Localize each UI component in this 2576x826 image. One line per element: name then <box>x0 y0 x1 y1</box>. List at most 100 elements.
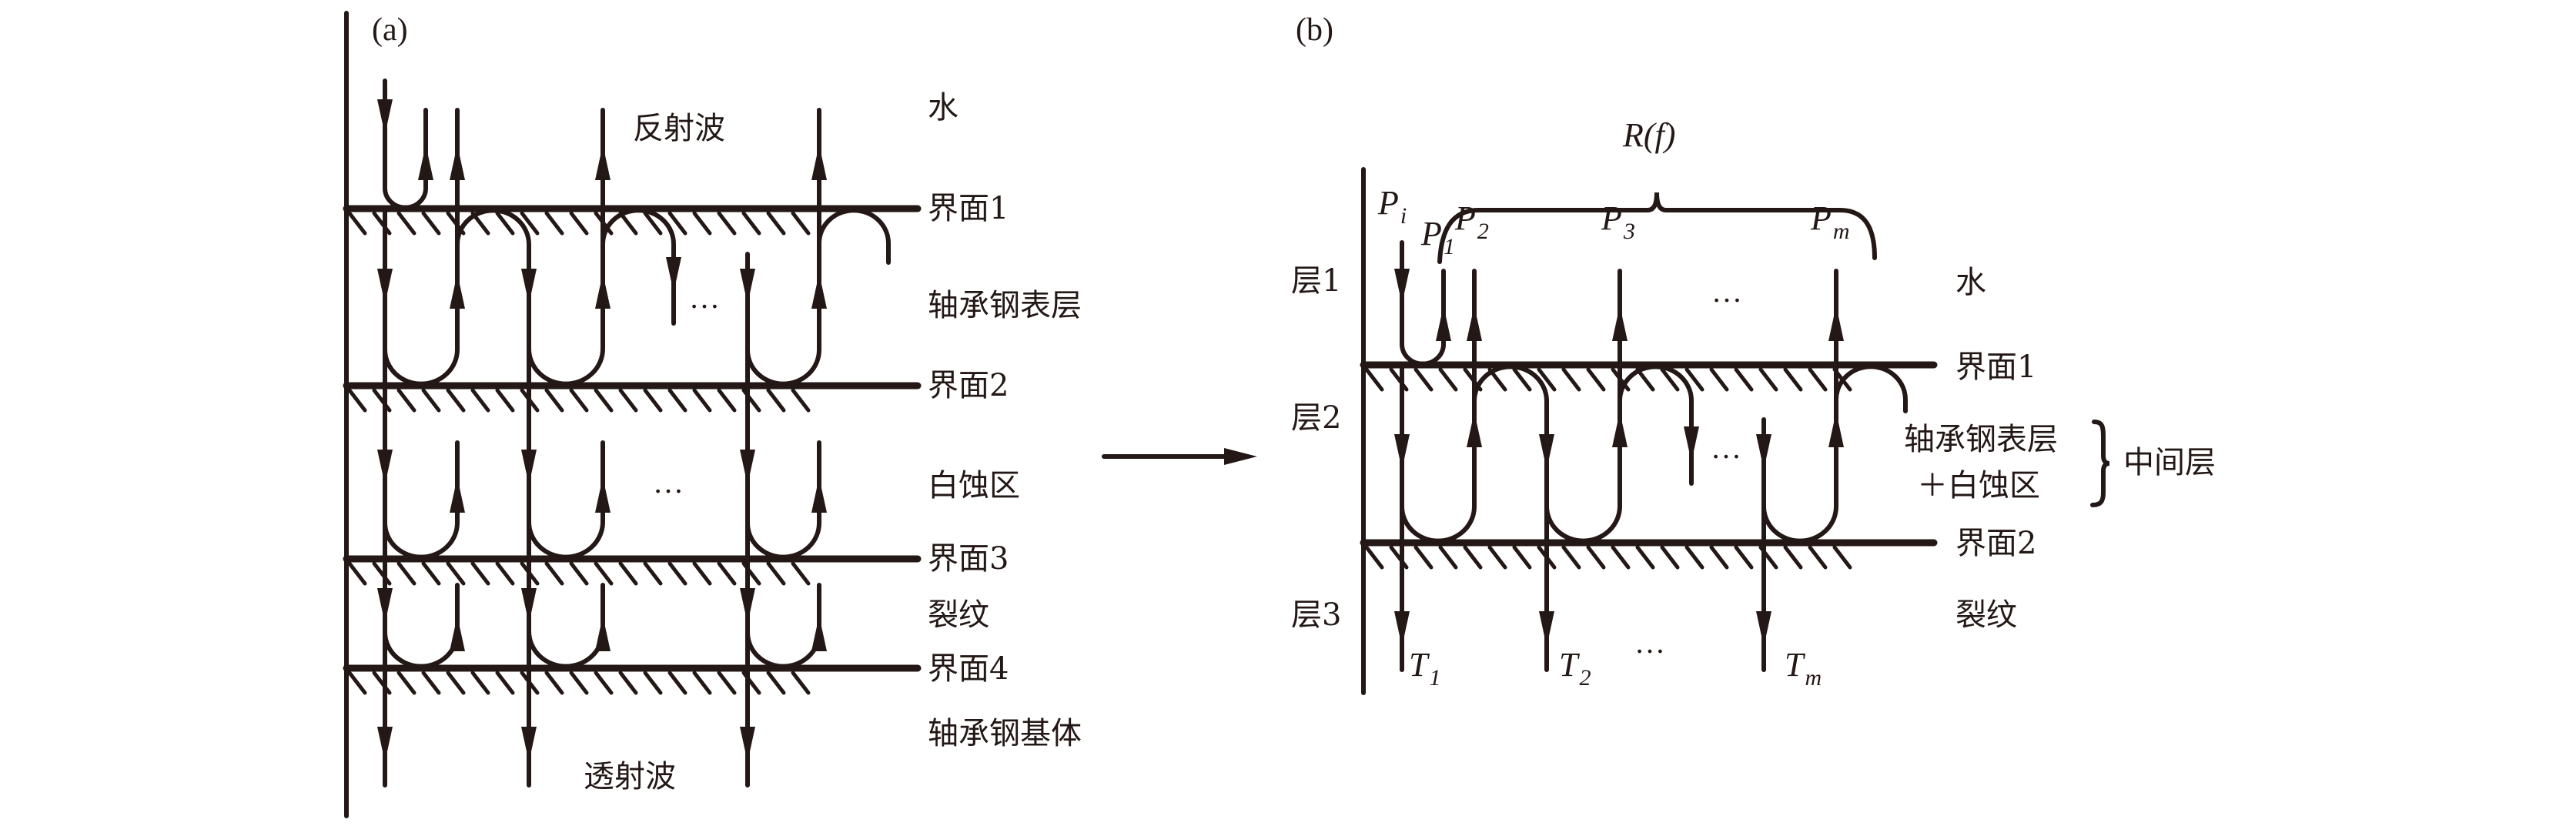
interface-hatch-b <box>1808 545 1828 570</box>
arrow-up-icon <box>595 616 611 651</box>
interface-hatch-a <box>643 670 663 695</box>
interface-hatch-a <box>741 211 761 236</box>
interface-hatch-a <box>421 670 441 695</box>
arrow-down-icon <box>1756 434 1771 470</box>
interface-hatch-b <box>1364 367 1384 392</box>
interface-hatch-a <box>347 388 367 413</box>
interface-hatch-b <box>1561 367 1581 392</box>
interface-hatch-a <box>766 211 786 236</box>
interface-hatch-a <box>667 211 687 236</box>
interface-3-label-a: 界面3 <box>928 541 1009 577</box>
medium-intermediate-line1: 轴承钢表层 <box>1904 422 2058 457</box>
arrow-up-icon <box>1612 306 1628 341</box>
medium-water-b: 水 <box>1955 265 1986 300</box>
loop-top-b <box>1834 364 1908 413</box>
loop-wea-a <box>527 487 605 560</box>
transmitted-wave-2-label: T2 <box>1559 646 1591 691</box>
interface-hatch-a <box>618 561 638 586</box>
panel-a: (a) 反射波 透射波 … … 水 轴承钢表层 白蚀区 裂纹 轴承钢基体 界面1… <box>372 12 1082 794</box>
loop-wea-a <box>745 487 821 560</box>
interface-hatch-b <box>1561 545 1581 570</box>
arrow-down-icon <box>1756 611 1771 647</box>
reflected-wave-label: 反射波 <box>633 111 725 146</box>
interface-hatch-a <box>618 211 638 236</box>
arrow-up-icon <box>1828 412 1844 447</box>
reflected-wave-3-label: P3 <box>1601 199 1635 244</box>
interface-hatch-a <box>766 388 786 413</box>
loop-surface-a <box>745 314 821 386</box>
interface-hatch-a <box>569 211 589 236</box>
interface-4-label-a: 界面4 <box>928 651 1009 687</box>
interface-hatch-b <box>1758 367 1778 392</box>
interface-hatch-a <box>544 670 564 695</box>
interface-hatch-a <box>569 670 589 695</box>
arrow-up-icon <box>595 477 611 513</box>
interface-hatch-a <box>766 561 786 586</box>
arrow-up-icon <box>595 145 611 180</box>
medium-bearing-steel-substrate-a: 轴承钢基体 <box>928 716 1082 751</box>
ellipsis-a2: … <box>653 465 684 500</box>
interface-hatch-a <box>717 211 737 236</box>
interface-hatch-b <box>1660 367 1680 392</box>
interface-hatch-b <box>1487 545 1507 570</box>
interface-hatch-a <box>470 388 490 413</box>
interface-hatch-a <box>544 388 564 413</box>
arrow-down-icon <box>1394 434 1410 470</box>
interface-1-label-a: 界面1 <box>928 191 1009 226</box>
interface-hatch-a <box>569 561 589 586</box>
arrow-down-icon <box>666 257 681 293</box>
transmitted-wave-label: 透射波 <box>584 759 676 794</box>
interface-hatch-a <box>396 388 417 413</box>
transmitted-wave-m-label: Tm <box>1785 646 1822 691</box>
arrow-down-icon <box>377 450 393 485</box>
layer-3-label: 层3 <box>1291 597 1341 633</box>
interface-hatch-b <box>1832 545 1852 570</box>
interface-hatch-a <box>594 561 614 586</box>
reflected-wave-m-label: Pm <box>1810 199 1850 244</box>
interface-hatch-a <box>667 670 687 695</box>
interface-hatch-a <box>618 670 638 695</box>
interface-hatch-a <box>347 211 367 236</box>
interface-hatch-a <box>692 561 712 586</box>
interface-hatch-b <box>1783 367 1803 392</box>
layer-1-label: 层1 <box>1291 263 1341 299</box>
interface-hatch-a <box>396 211 417 236</box>
intermediate-layer-label: 中间层 <box>2123 445 2216 480</box>
interface-hatch-a <box>421 561 441 586</box>
interface-hatch-a <box>470 561 490 586</box>
interface-hatch-a <box>495 211 515 236</box>
arrow-up-icon <box>1612 412 1628 447</box>
ellipsis-b2: … <box>1711 430 1741 465</box>
interface-hatch-b <box>1709 367 1729 392</box>
arrow-down-icon <box>377 588 393 624</box>
interface-hatch-a <box>544 211 564 236</box>
interface-hatch-a <box>470 670 490 695</box>
loop-top-a <box>455 208 531 265</box>
interface-hatch-b <box>1438 367 1458 392</box>
loop-crack-a <box>527 612 605 669</box>
interface-1-label-b: 界面1 <box>1955 349 2036 385</box>
interface-hatch-b <box>1537 367 1557 392</box>
arrow-down-icon <box>1684 426 1699 462</box>
interface-hatch-b <box>1463 545 1483 570</box>
panel-a-label: (a) <box>372 12 408 48</box>
arrow-down-icon <box>740 450 755 485</box>
reflected-wave-1-label: P1 <box>1420 215 1455 259</box>
interface-hatch-a <box>717 670 737 695</box>
arrow-down-icon <box>521 727 537 762</box>
interface-hatch-a <box>594 388 614 413</box>
ellipsis-b1: … <box>1711 274 1742 309</box>
interface-hatch-b <box>1413 367 1434 392</box>
arrow-down-icon <box>1394 269 1410 304</box>
arrow-up-icon <box>1828 306 1844 341</box>
reflection-loop-a <box>383 176 428 210</box>
arrow-down-icon <box>740 727 755 762</box>
interface-hatch-b <box>1413 545 1434 570</box>
interface-hatch-b <box>1586 367 1606 392</box>
interface-hatch-a <box>396 561 417 586</box>
arrow-up-icon <box>811 477 827 513</box>
arrow-down-icon <box>1394 611 1410 647</box>
interface-hatch-a <box>692 670 712 695</box>
arrow-down-icon <box>377 269 393 304</box>
interface-hatch-a <box>347 561 367 586</box>
